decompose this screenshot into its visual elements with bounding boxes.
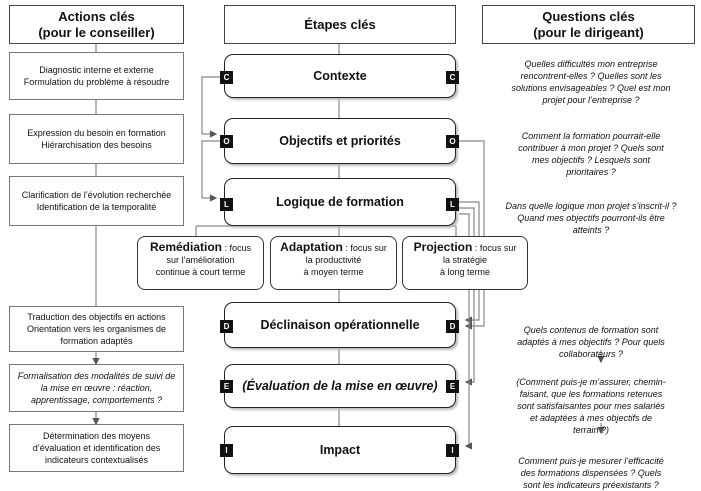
question-contexte: Quelles difficultés mon entreprise renco… bbox=[511, 59, 671, 105]
logic-box-remediation: Remédiation : focus sur l’amélioration c… bbox=[137, 236, 264, 290]
questions-header: Questions clés (pour le dirigeant) bbox=[482, 5, 695, 44]
badge-i-right: I bbox=[446, 444, 459, 457]
question-declinaison: Quels contenus de formation sont adaptés… bbox=[517, 325, 665, 359]
question-logique: Dans quelle logique mon projet s’inscrit… bbox=[505, 201, 677, 235]
logic-box-projection: Projection : focus sur la stratégie à lo… bbox=[402, 236, 528, 290]
question-impact: Comment puis-je mesurer l’efficacité des… bbox=[518, 456, 664, 490]
step-objectifs: Objectifs et priorités bbox=[224, 118, 456, 164]
action-box-determination: Détermination des moyens d’évaluation et… bbox=[9, 424, 184, 472]
badge-e-right: E bbox=[446, 380, 459, 393]
action-box-traduction: Traduction des objectifs en actions Orie… bbox=[9, 306, 184, 352]
action-box-formalisation: Formalisation des modalités de suivi de … bbox=[9, 364, 184, 412]
badge-i-left: I bbox=[220, 444, 233, 457]
badge-c-right: C bbox=[446, 71, 459, 84]
logic-box-adaptation: Adaptation : focus sur la productivité à… bbox=[270, 236, 397, 290]
badge-d-right: D bbox=[446, 320, 459, 333]
badge-l-left: L bbox=[220, 198, 233, 211]
steps-header: Étapes clés bbox=[224, 5, 456, 44]
badge-e-left: E bbox=[220, 380, 233, 393]
action-box-expression: Expression du besoin en formation Hiérar… bbox=[9, 114, 184, 164]
badge-c-left: C bbox=[220, 71, 233, 84]
action-box-diagnostic: Diagnostic interne et externe Formulatio… bbox=[9, 52, 184, 100]
action-box-clarification: Clarification de l’évolution recherchée … bbox=[9, 176, 184, 226]
badge-d-left: D bbox=[220, 320, 233, 333]
step-evaluation: (Évaluation de la mise en œuvre) bbox=[224, 364, 456, 408]
question-objectifs: Comment la formation pourrait-elle contr… bbox=[518, 131, 664, 177]
step-logique: Logique de formation bbox=[224, 178, 456, 226]
badge-o-right: O bbox=[446, 135, 459, 148]
question-evaluation: (Comment puis-je m’assurer, chemin- fais… bbox=[516, 377, 666, 435]
step-contexte: Contexte bbox=[224, 54, 456, 98]
step-impact: Impact bbox=[224, 426, 456, 474]
badge-o-left: O bbox=[220, 135, 233, 148]
badge-l-right: L bbox=[446, 198, 459, 211]
actions-header: Actions clés (pour le conseiller) bbox=[9, 5, 184, 44]
step-declinaison: Déclinaison opérationnelle bbox=[224, 302, 456, 348]
